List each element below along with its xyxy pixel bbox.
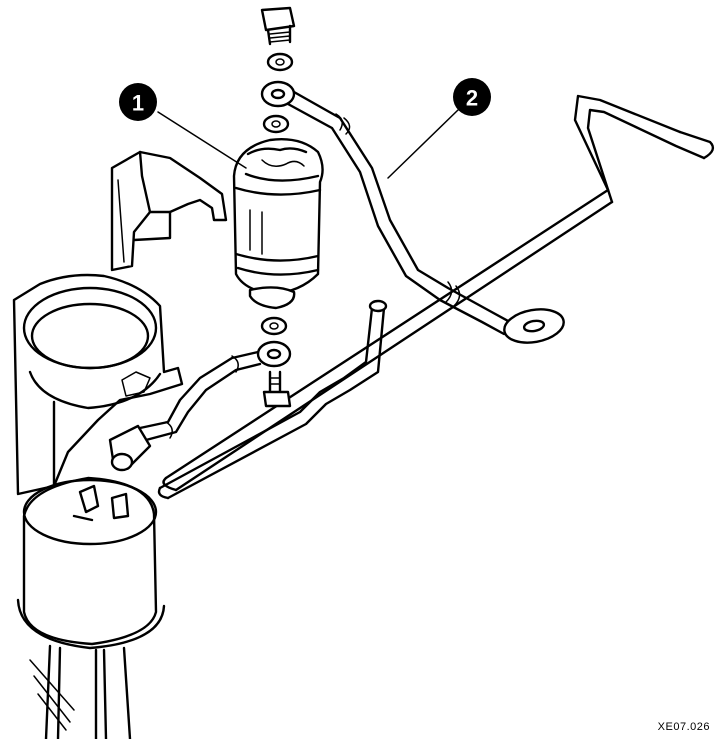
callout-1: 1 bbox=[119, 83, 247, 169]
fuel-canister bbox=[16, 476, 166, 739]
fuel-line-pipe bbox=[162, 94, 715, 492]
mounting-bracket-upper bbox=[110, 150, 228, 272]
banjo-union-bottom bbox=[256, 340, 292, 368]
banjo-union-top bbox=[260, 80, 296, 108]
elbow-fitting bbox=[108, 424, 152, 472]
banjo-bolt-bottom bbox=[262, 370, 292, 408]
sealing-washer-top bbox=[266, 52, 294, 72]
support-clamp-ring bbox=[12, 273, 184, 496]
banjo-bolt-top bbox=[260, 6, 296, 46]
upper-banjo-pipe bbox=[286, 90, 565, 344]
sealing-washer-mid bbox=[262, 114, 290, 134]
figure-reference-code: XE07.026 bbox=[657, 721, 710, 733]
callout-1-label: 1 bbox=[132, 91, 144, 116]
lower-return-pipe bbox=[157, 299, 388, 500]
sealing-washer-bottom bbox=[260, 316, 288, 336]
callout-2-label: 2 bbox=[466, 86, 478, 111]
callout-2: 2 bbox=[387, 78, 491, 179]
fuel-filter-body bbox=[232, 138, 324, 310]
